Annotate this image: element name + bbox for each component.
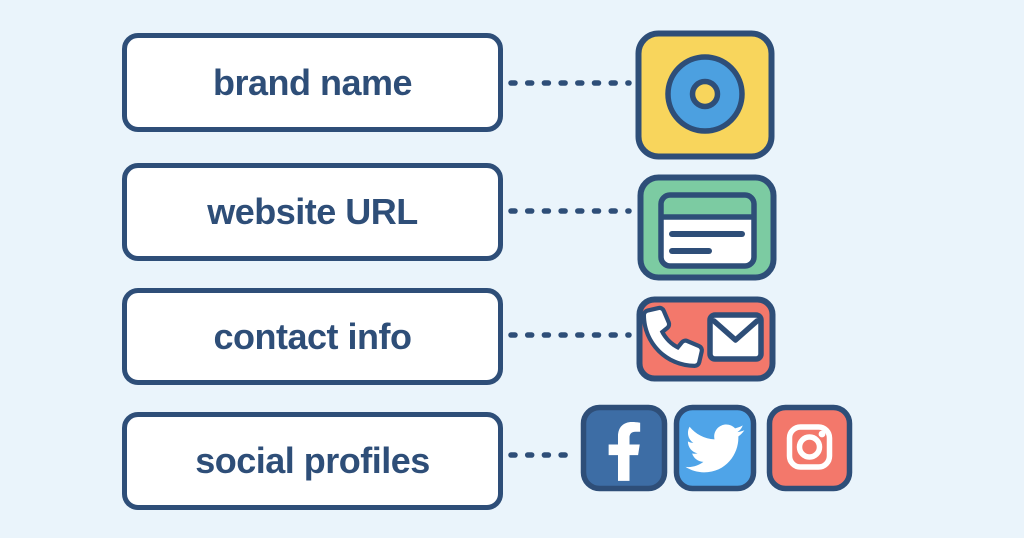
instagram-icon [766,404,853,492]
dotted-connector [508,332,632,338]
label-text-social-profiles: social profiles [195,440,430,481]
label-box-contact-info: contact info [122,288,503,385]
dotted-connector [508,208,632,214]
browser-window-icon [637,174,777,281]
dotted-connector [508,452,574,458]
label-box-brand-name: brand name [122,33,503,132]
label-text-brand-name: brand name [212,61,413,103]
twitter-icon [673,404,757,492]
label-box-social-profiles: social profiles [122,412,503,510]
contact-card-icon [636,296,776,382]
label-text-website-url: website URL [207,191,418,232]
phone-icon [641,305,704,368]
envelope-icon [707,312,764,362]
label-box-website-url: website URL [122,163,503,261]
label-text-contact-info: contact info [213,315,413,357]
record-disc-icon [635,30,775,160]
facebook-icon [580,404,668,492]
dotted-connector [508,80,632,86]
